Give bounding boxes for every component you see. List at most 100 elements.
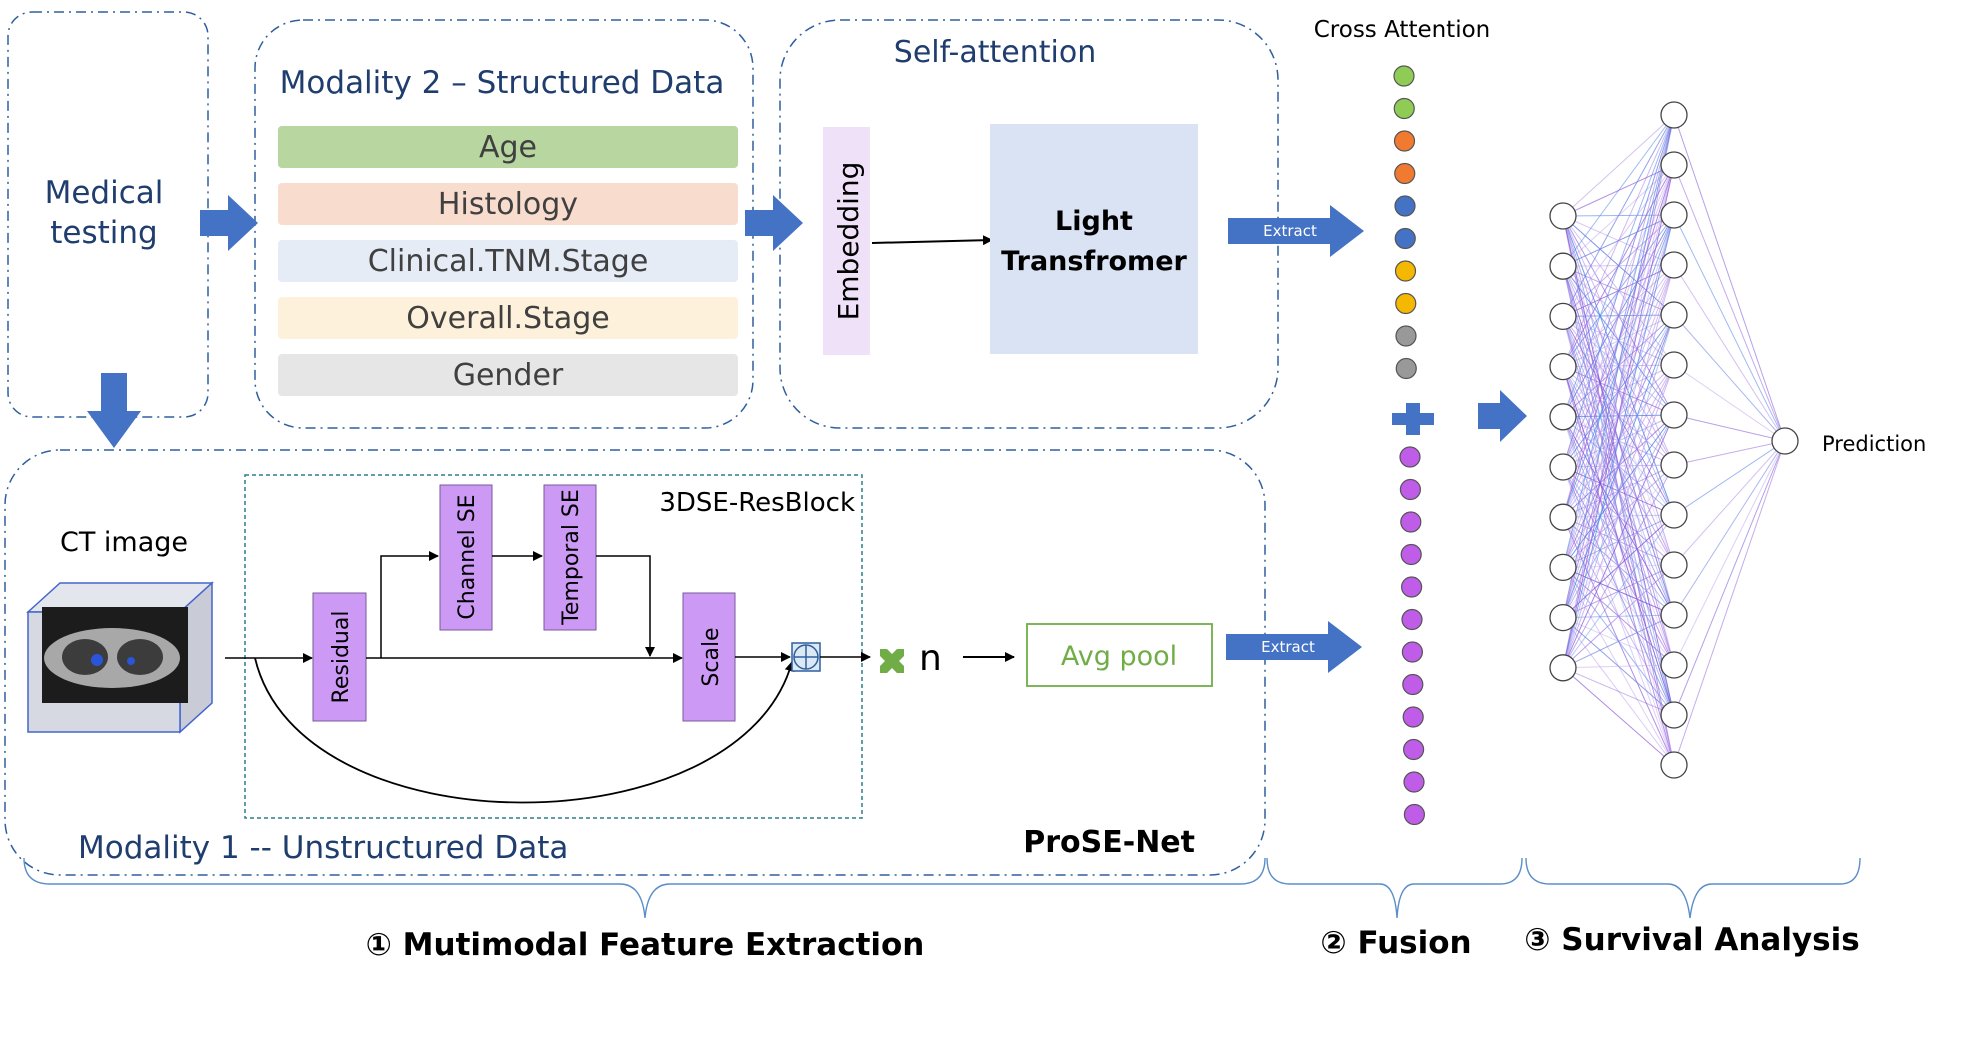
structured-item-bg [278,240,738,282]
embedding-to-transformer-arrow [871,235,993,246]
structured-item-bg [278,183,738,225]
times-n-label: n [919,638,942,679]
nn-connection-output [1673,314,1786,442]
nn-output-node [1771,427,1799,455]
section-fusion: ② Fusion [1320,925,1471,961]
nn-hidden-node [1660,101,1688,129]
light-transformer-block [990,124,1198,354]
fusion-dot-unstructured [1399,446,1421,468]
nn-connection-output [1673,440,1786,666]
ct-image-cube [26,581,214,734]
transformer-line2: Transfromer [1001,246,1187,277]
multiply-icon [880,649,904,673]
temporal-se-label: Temporal SE [559,489,584,626]
arrow-medical-to-modality2 [200,195,258,251]
fusion-dot-unstructured [1402,706,1424,728]
structured-item-label: Overall.Stage [406,301,609,336]
nn-input-node [1549,453,1577,481]
nn-connection-output [1673,440,1786,566]
nn-input-node [1549,202,1577,230]
fusion-dot-unstructured [1402,673,1424,696]
feature-extraction-brace [23,857,1266,919]
avg-pool-block [1026,623,1213,687]
nn-connection-output [1673,440,1786,466]
nn-connection [1562,514,1675,669]
nn-connection [1562,114,1675,267]
structured-data-list: AgeHistologyClinical.TNM.StageOverall.St… [278,126,738,396]
fusion-dot-unstructured [1402,738,1425,761]
temporal-se-block [543,484,597,631]
resblock-frame [244,474,863,819]
nn-input-node [1549,302,1577,331]
fusion-dot-unstructured [1401,608,1423,631]
residual-label: Residual [329,611,354,704]
fusion-dot-structured [1394,227,1416,250]
fusion-plus-icon [1392,403,1434,435]
arrow-fusion-to-network [1478,390,1527,442]
structured-item-bg [278,126,738,168]
fusion-dot-structured [1393,97,1415,120]
fusion-dot-unstructured [1400,576,1423,598]
nn-connection-output [1673,414,1786,442]
fusion-dot-structured [1393,130,1416,152]
structured-item-label: Gender [453,358,564,393]
temporal-to-scale-line [596,555,655,657]
nn-input-node [1549,252,1577,280]
section-feature-extraction: ① Mutimodal Feature Extraction [366,927,925,963]
nn-connection-output [1673,214,1786,442]
transformer-line1: Light [1055,206,1133,237]
fusion-dot-unstructured [1403,803,1426,826]
nn-connection [1562,164,1675,618]
structured-item-label: Age [479,130,537,165]
nn-hidden-node [1660,751,1688,779]
structured-item-bg [278,297,738,339]
nn-hidden-node [1660,351,1688,379]
medical-testing-line1: Medical [45,175,164,211]
structured-item-label: Clinical.TNM.Stage [368,244,649,279]
nn-connection [1562,364,1675,668]
structured-item-label: Histology [438,187,578,222]
fusion-dot-structured [1395,357,1417,380]
nn-connection-output [1673,114,1786,442]
fusion-dot-structured [1394,195,1416,217]
nn-connection-output [1673,440,1786,716]
ct-image-label: CT image [60,527,188,558]
fusion-dot-structured [1393,65,1415,87]
extract-arrow-top [1228,205,1364,257]
prediction-label: Prediction [1822,432,1926,456]
embedding-block [823,127,870,355]
nn-connection [1562,114,1675,417]
fusion-dot-structured [1394,260,1417,282]
nn-hidden-node [1660,401,1688,429]
scale-block [682,592,736,722]
nn-hidden-node [1660,651,1688,679]
avg-pool-label: Avg pool [1061,641,1177,672]
nn-connection [1562,564,1675,619]
nn-connection [1562,114,1675,618]
nn-hidden-node [1660,151,1688,179]
survival-brace [1525,857,1861,919]
nn-input-node [1549,654,1577,682]
medical-testing-line2: testing [50,215,157,251]
nn-connection [1562,214,1675,668]
self-attention-title: Self-attention [894,35,1096,70]
prose-net-label: ProSE-Net [1023,825,1195,860]
nn-hidden-node [1660,601,1688,629]
nn-connection [1562,114,1675,367]
nn-hidden-node [1660,551,1688,579]
residual-to-channel-se-line [380,551,439,658]
nn-connection-output [1673,164,1786,442]
fusion-dot-structured [1395,325,1417,347]
nn-connection [1562,564,1675,669]
nn-input-node [1549,553,1577,582]
resblock-title: 3DSE-ResBlock [659,488,855,518]
nn-connection-output [1673,440,1786,516]
nn-connection [1562,114,1675,568]
nn-hidden-node [1660,501,1688,529]
nn-hidden-node [1660,451,1688,479]
nn-connection [1562,114,1675,518]
nn-input-node [1549,503,1577,531]
fusion-dot-unstructured [1400,543,1422,566]
